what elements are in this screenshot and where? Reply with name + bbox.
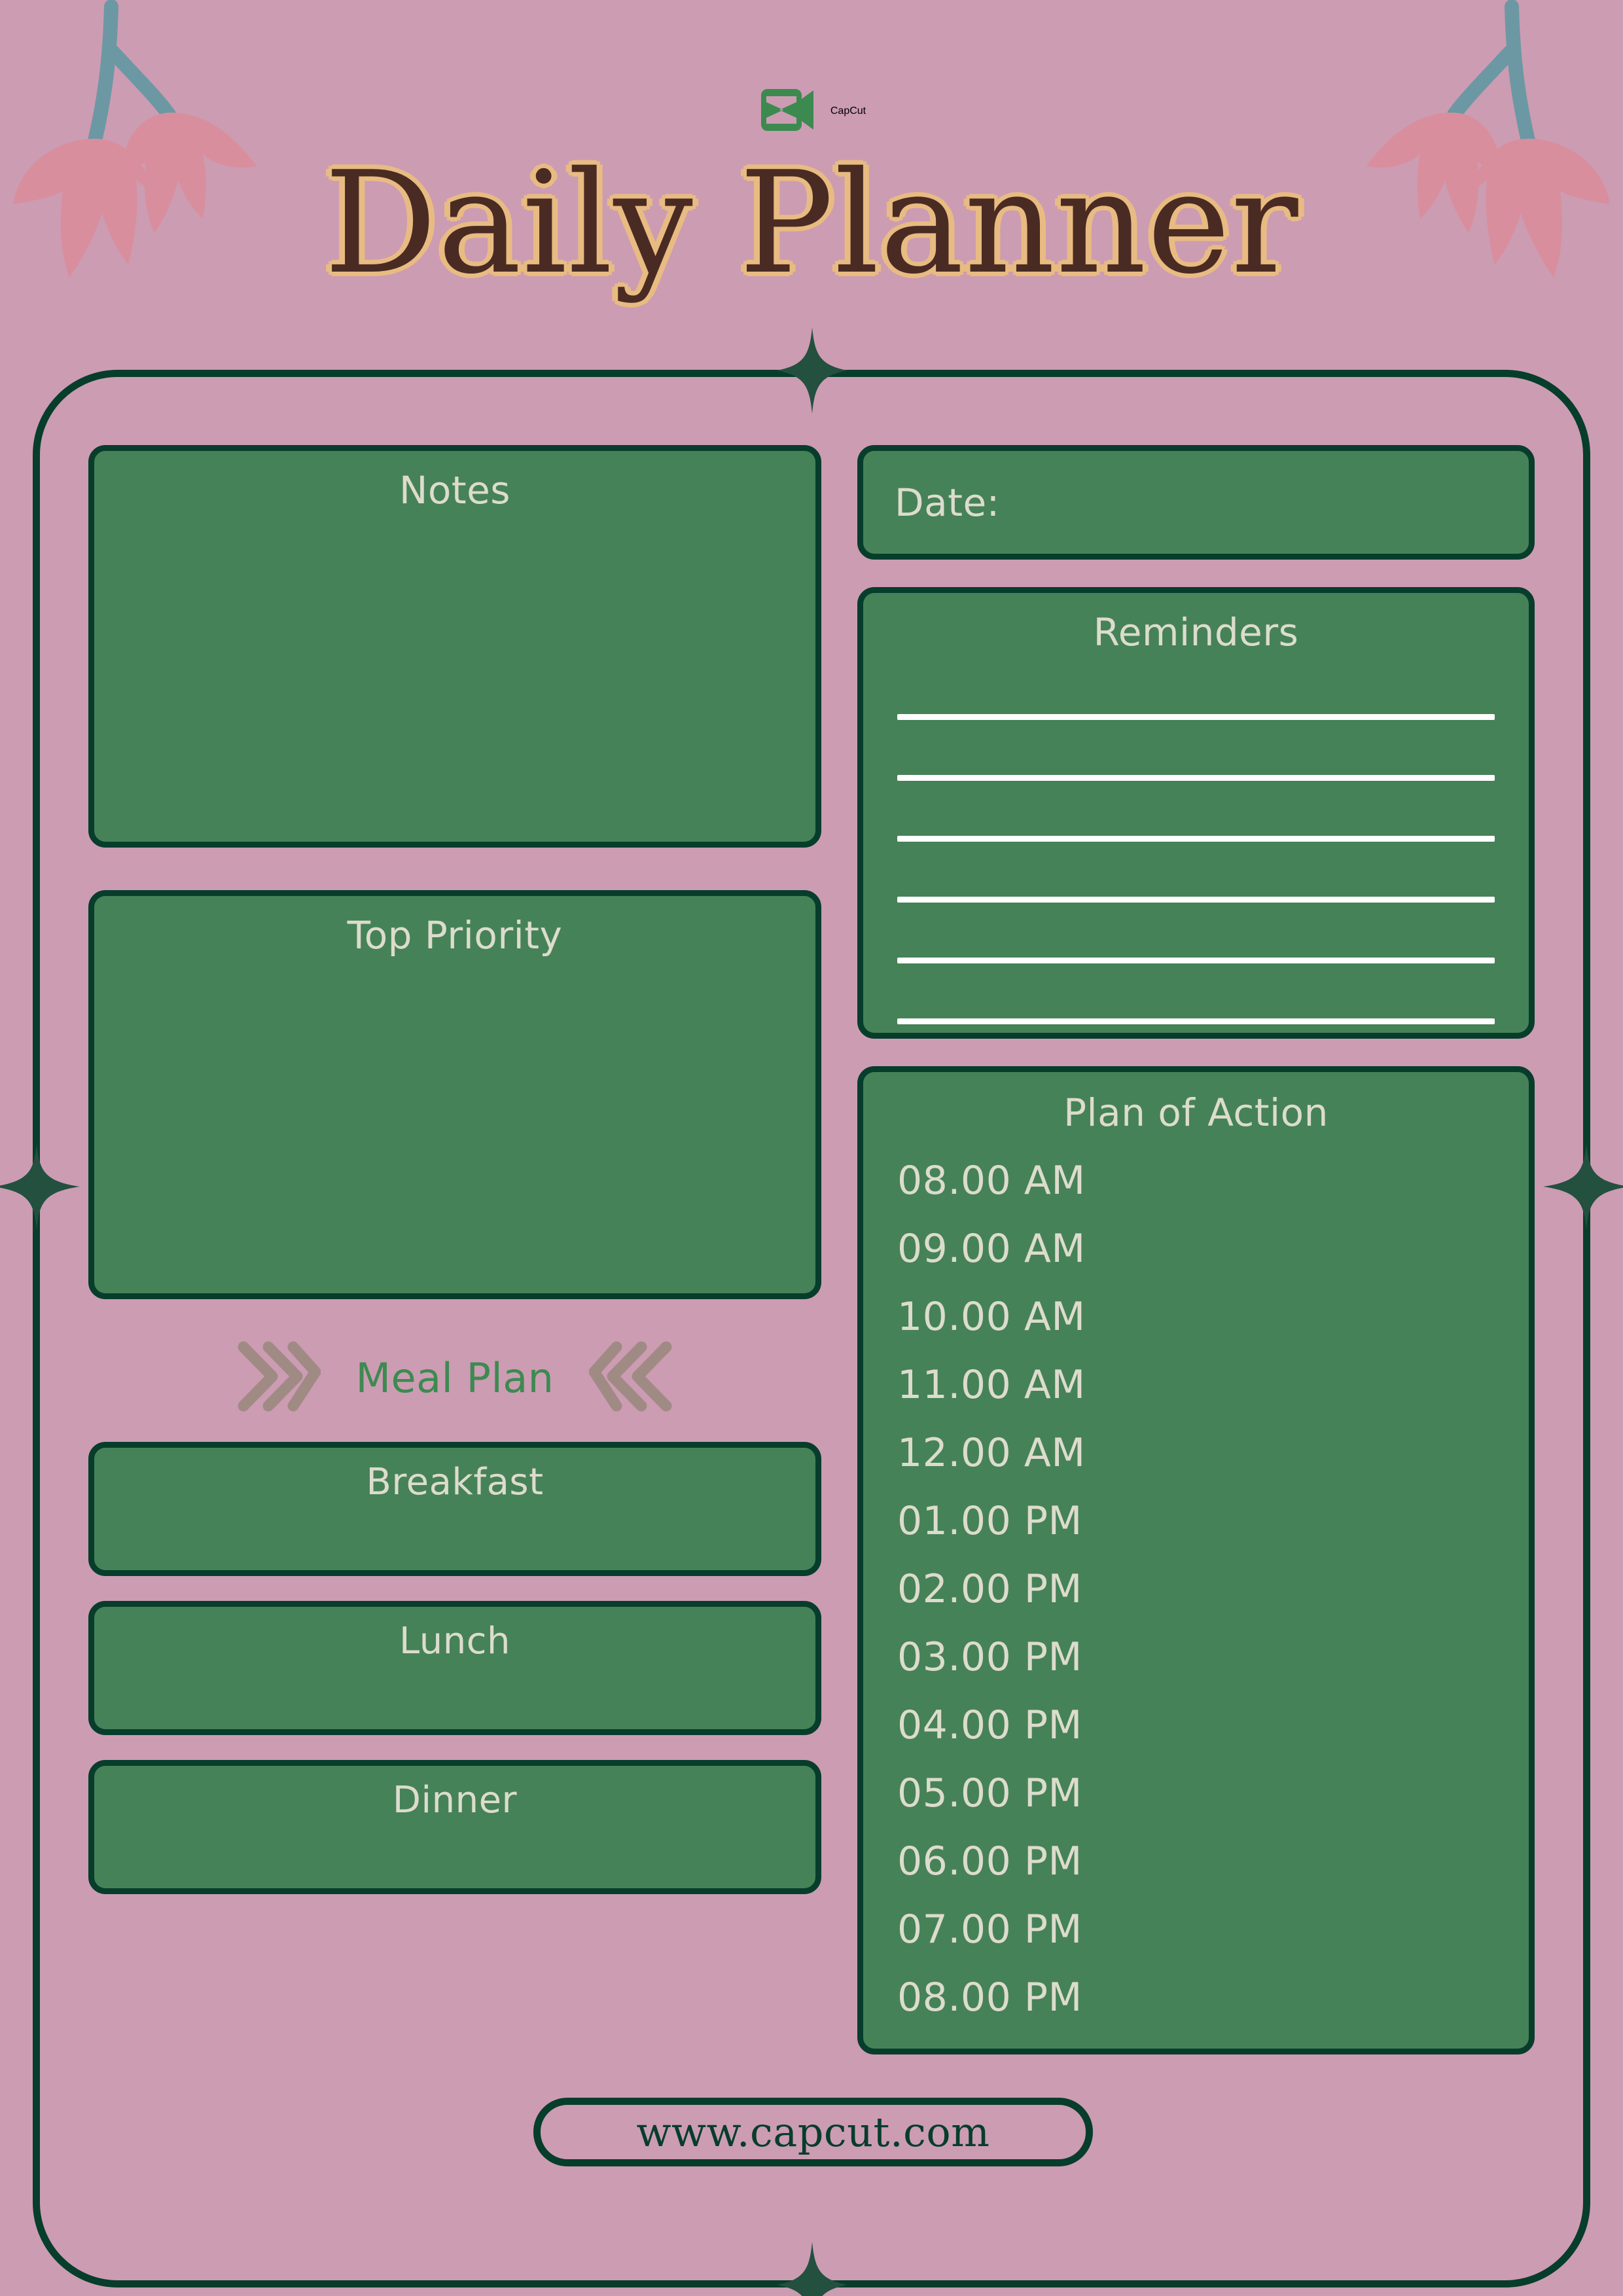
meal-label-dinner: Dinner: [392, 1779, 518, 1821]
plan-of-action-time-list: 08.00 AM 09.00 AM 10.00 AM 11.00 AM 12.0…: [863, 1147, 1529, 2032]
plan-time-row[interactable]: 05.00 PM: [897, 1770, 1082, 1816]
reminder-line[interactable]: [897, 897, 1495, 903]
reminders-card[interactable]: Reminders: [857, 587, 1535, 1039]
meal-card-lunch[interactable]: Lunch: [88, 1601, 821, 1735]
capcut-logo-icon: [757, 88, 816, 135]
reminder-line[interactable]: [897, 714, 1495, 720]
plan-time-row[interactable]: 10.00 AM: [897, 1294, 1086, 1340]
reminder-lines: [897, 714, 1495, 1024]
plan-time-row[interactable]: 04.00 PM: [897, 1702, 1082, 1748]
left-column: Notes Top Priority Meal Plan: [88, 445, 821, 1894]
brand-lockup: CapCut: [0, 82, 1623, 141]
footer-url-badge[interactable]: www.capcut.com: [533, 2098, 1093, 2166]
four-point-star-icon-bottom: [777, 2242, 847, 2296]
plan-time-row[interactable]: 11.00 AM: [897, 1362, 1086, 1408]
notes-title: Notes: [399, 468, 510, 512]
plan-of-action-card[interactable]: Plan of Action 08.00 AM 09.00 AM 10.00 A…: [857, 1066, 1535, 2054]
plan-time-row[interactable]: 12.00 AM: [897, 1430, 1086, 1476]
top-priority-card[interactable]: Top Priority: [88, 890, 821, 1299]
reminders-title: Reminders: [1093, 610, 1299, 655]
date-label: Date:: [895, 480, 1000, 525]
footer-url-text: www.capcut.com: [636, 2108, 990, 2156]
reminder-line[interactable]: [897, 1018, 1495, 1024]
meal-label-lunch: Lunch: [399, 1620, 510, 1662]
chevrons-left-icon: [587, 1338, 675, 1418]
date-field[interactable]: Date:: [857, 445, 1535, 560]
chevrons-right-icon: [234, 1338, 323, 1418]
four-point-star-icon-left: [0, 1143, 80, 1233]
right-column: Date: Reminders Plan of Action 08.00 AM …: [857, 445, 1535, 2054]
plan-time-row[interactable]: 03.00 PM: [897, 1634, 1082, 1680]
plan-time-row[interactable]: 07.00 PM: [897, 1907, 1082, 1952]
reminder-line[interactable]: [897, 958, 1495, 963]
meal-label-breakfast: Breakfast: [366, 1461, 544, 1503]
top-priority-title: Top Priority: [347, 913, 563, 958]
plan-time-row[interactable]: 01.00 PM: [897, 1498, 1082, 1544]
meal-plan-heading: Meal Plan: [88, 1338, 821, 1417]
brand-name: CapCut: [830, 105, 866, 117]
plan-time-row[interactable]: 08.00 AM: [897, 1158, 1086, 1204]
four-point-star-icon-right: [1543, 1143, 1623, 1233]
reminder-line[interactable]: [897, 836, 1495, 842]
meal-card-dinner[interactable]: Dinner: [88, 1760, 821, 1894]
plan-time-row[interactable]: 06.00 PM: [897, 1839, 1082, 1884]
plan-time-row[interactable]: 09.00 AM: [897, 1226, 1086, 1272]
meal-card-breakfast[interactable]: Breakfast: [88, 1442, 821, 1576]
notes-card[interactable]: Notes: [88, 445, 821, 848]
page-title: Daily Planner: [324, 141, 1299, 305]
four-point-star-icon-top: [777, 327, 847, 417]
plan-time-row[interactable]: 08.00 PM: [897, 1975, 1082, 2020]
reminder-line[interactable]: [897, 775, 1495, 781]
meal-plan-label: Meal Plan: [355, 1354, 554, 1402]
plan-time-row[interactable]: 02.00 PM: [897, 1566, 1082, 1612]
plan-of-action-title: Plan of Action: [1063, 1090, 1329, 1135]
